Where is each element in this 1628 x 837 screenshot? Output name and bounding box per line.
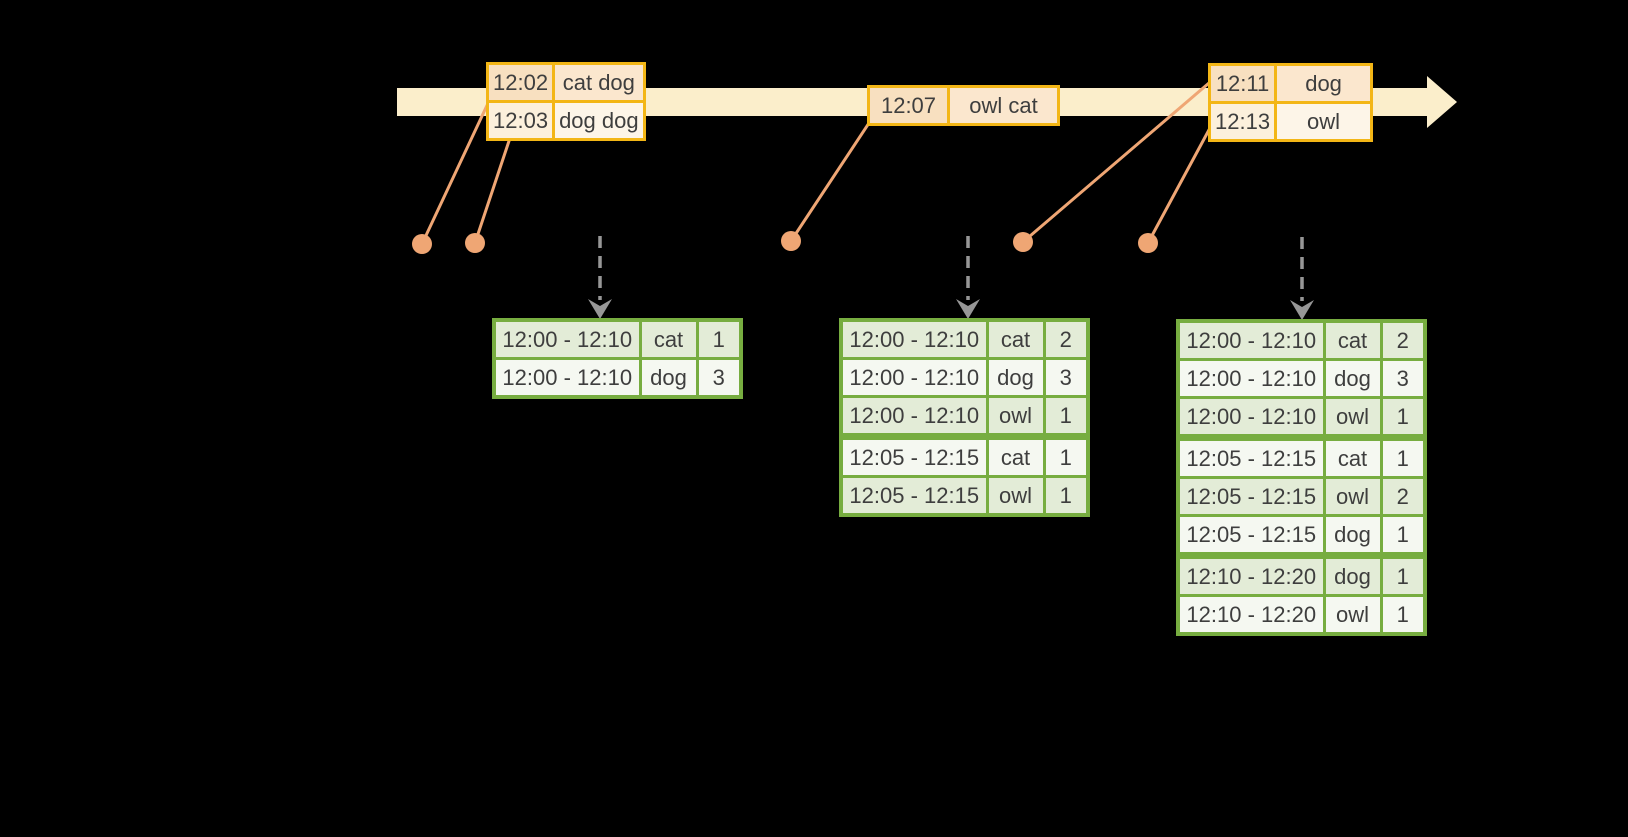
table-cell: cat dog xyxy=(552,62,646,103)
table-cell: owl xyxy=(1322,476,1383,517)
table-cell: cat xyxy=(985,433,1046,478)
event-connector-line xyxy=(473,139,511,245)
table-cell: 12:00 - 12:10 xyxy=(1176,358,1326,399)
table-cell: 1 xyxy=(1379,514,1427,557)
table-cell: owl xyxy=(1274,101,1374,142)
table-cell: 12:00 - 12:10 xyxy=(1176,319,1326,361)
table-cell: dog dog xyxy=(552,100,646,141)
table-cell: dog xyxy=(1322,358,1383,399)
event-dot-icon xyxy=(465,233,485,253)
table-cell: dog xyxy=(1322,514,1383,557)
table-cell: 12:05 - 12:15 xyxy=(839,475,989,517)
event-connector-line xyxy=(1146,126,1212,245)
event-dot-icon xyxy=(781,231,801,251)
table-cell: 12:10 - 12:20 xyxy=(1176,552,1326,597)
event-connector-line xyxy=(789,121,871,243)
table-cell: 12:11 xyxy=(1207,63,1278,104)
table-cell: cat xyxy=(1322,319,1383,361)
table-cell: 12:13 xyxy=(1207,101,1278,142)
table-cell: dog xyxy=(638,357,699,399)
event-dot-icon xyxy=(1013,232,1033,252)
table-cell: 12:00 - 12:10 xyxy=(492,357,642,399)
table-cell: 12:00 - 12:10 xyxy=(839,357,989,398)
table-cell: 3 xyxy=(695,357,743,399)
table-cell: owl xyxy=(985,475,1046,517)
table-cell: 1 xyxy=(1042,433,1090,478)
table-cell: owl xyxy=(1322,594,1383,636)
table-cell: cat xyxy=(1322,434,1383,479)
table-cell: owl xyxy=(985,395,1046,438)
event-connector-line xyxy=(1021,81,1211,244)
table-cell: 3 xyxy=(1042,357,1090,398)
table-cell: 12:05 - 12:15 xyxy=(1176,476,1326,517)
table-cell: 1 xyxy=(1042,475,1090,517)
table-cell: 1 xyxy=(1379,396,1427,439)
event-connector-line xyxy=(420,97,492,246)
table-cell: 12:05 - 12:15 xyxy=(1176,514,1326,557)
table-cell: 1 xyxy=(1379,434,1427,479)
table-cell: 12:10 - 12:20 xyxy=(1176,594,1326,636)
table-cell: dog xyxy=(985,357,1046,398)
table-cell: cat xyxy=(638,318,699,360)
dashed-down-arrow-icon xyxy=(1290,300,1314,320)
table-cell: 2 xyxy=(1042,318,1090,360)
table-cell: 12:00 - 12:10 xyxy=(492,318,642,360)
table-cell: cat xyxy=(985,318,1046,360)
table-cell: 12:00 - 12:10 xyxy=(839,395,989,438)
table-cell: dog xyxy=(1274,63,1374,104)
table-cell: 12:07 xyxy=(867,85,950,126)
table-cell: 2 xyxy=(1379,476,1427,517)
table-cell: 12:05 - 12:15 xyxy=(839,433,989,478)
table-cell: 1 xyxy=(1379,552,1427,597)
table-cell: 1 xyxy=(1379,594,1427,636)
table-cell: 12:00 - 12:10 xyxy=(839,318,989,360)
table-cell: 12:02 xyxy=(485,62,556,103)
table-cell: 2 xyxy=(1379,319,1427,361)
table-cell: 12:03 xyxy=(485,100,556,141)
timeline-arrowhead-icon xyxy=(1427,76,1457,128)
dashed-down-arrow-icon xyxy=(588,299,612,319)
table-cell: 1 xyxy=(1042,395,1090,438)
table-cell: dog xyxy=(1322,552,1383,597)
table-cell: owl cat xyxy=(947,85,1060,126)
event-dot-icon xyxy=(412,234,432,254)
dashed-down-arrow-icon xyxy=(956,299,980,319)
table-cell: 12:00 - 12:10 xyxy=(1176,396,1326,439)
table-cell: 12:05 - 12:15 xyxy=(1176,434,1326,479)
table-cell: owl xyxy=(1322,396,1383,439)
table-cell: 3 xyxy=(1379,358,1427,399)
table-cell: 1 xyxy=(695,318,743,360)
event-dot-icon xyxy=(1138,233,1158,253)
